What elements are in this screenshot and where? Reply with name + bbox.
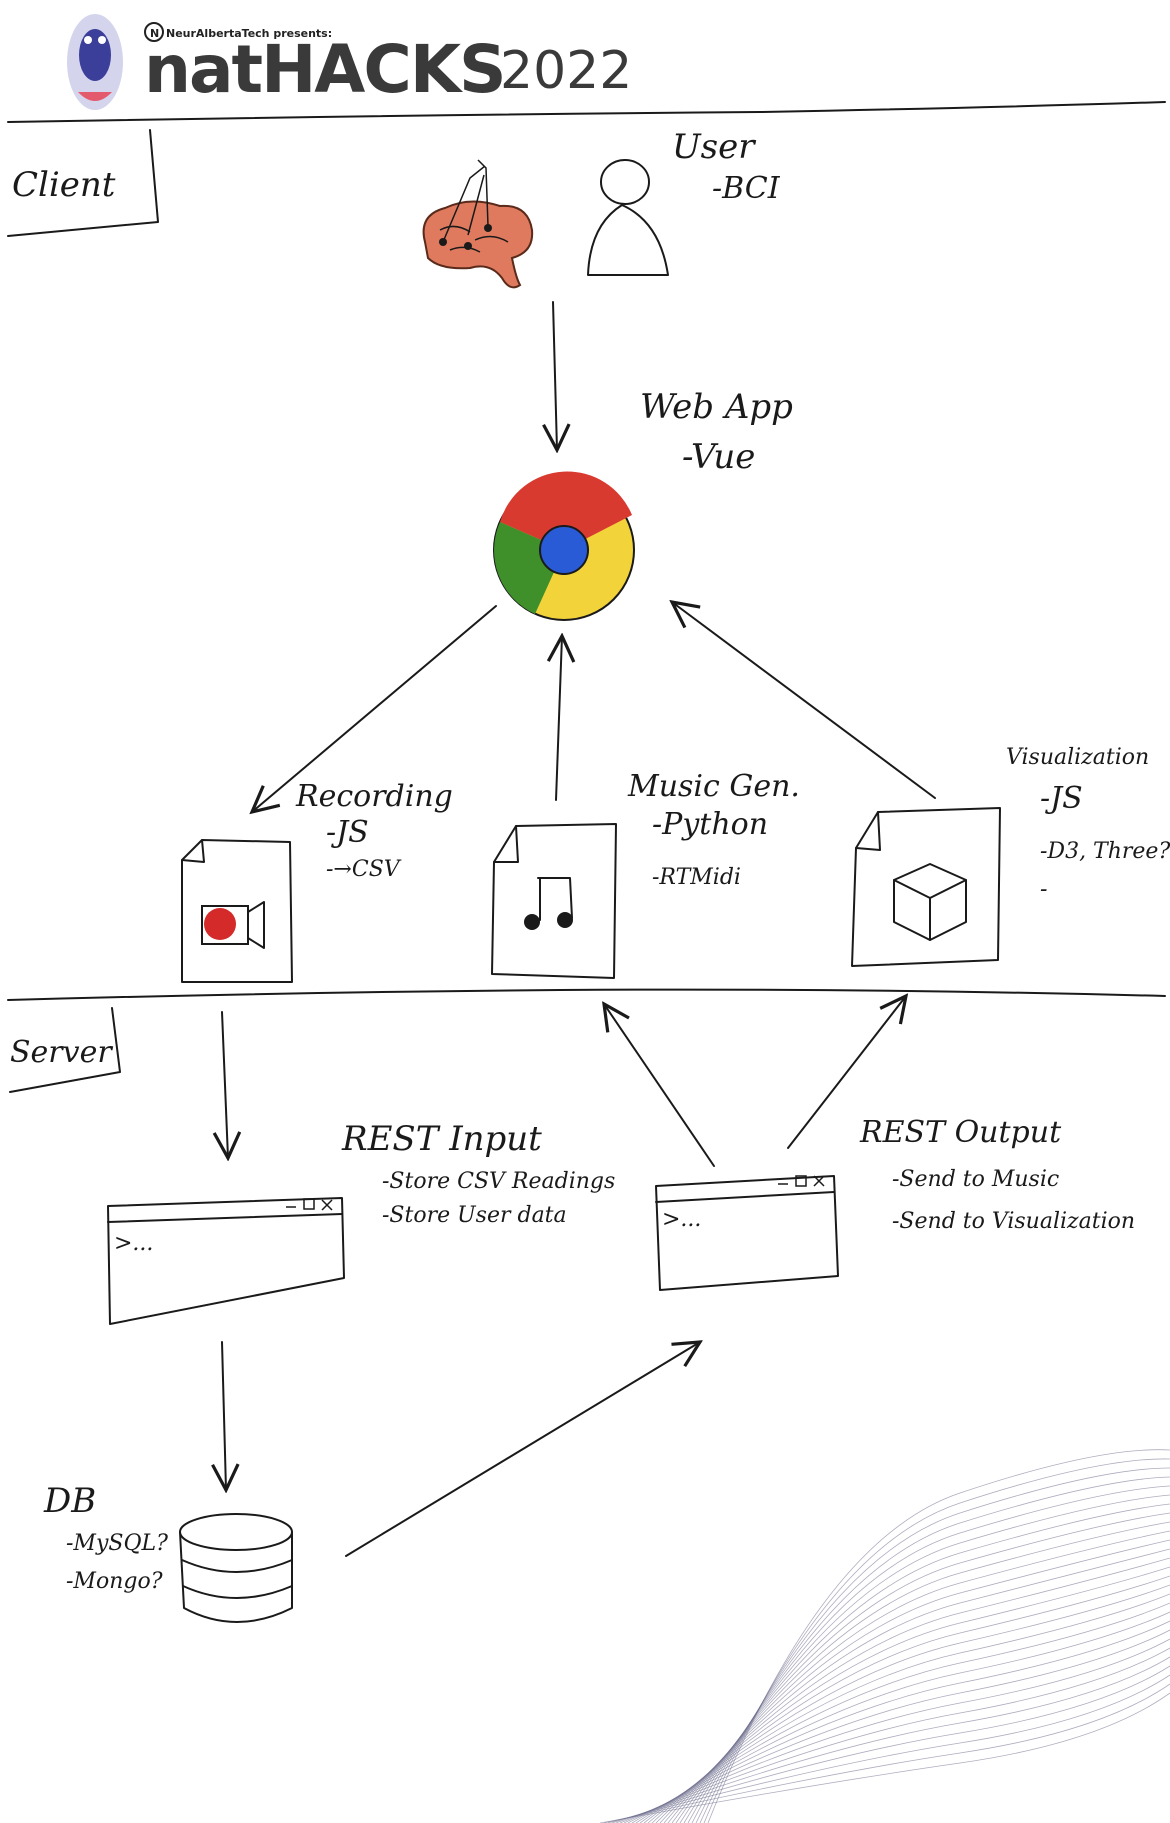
wave-line — [675, 1521, 1170, 1823]
header-divider — [7, 101, 1166, 123]
wave-line — [683, 1503, 1170, 1823]
wave-line — [687, 1494, 1170, 1823]
client-server-divider — [7, 988, 1166, 1001]
rest-output-terminal-icon: >... — [655, 1175, 839, 1291]
rest-output-line-2: -Send to Visualization — [892, 1209, 1135, 1234]
wave-line — [623, 1638, 1170, 1823]
wave-line — [703, 1458, 1170, 1823]
webapp-title: Web App — [640, 387, 793, 427]
arrow-visualization-to-webapp — [672, 602, 936, 799]
db-title: DB — [43, 1481, 96, 1521]
window-controls-icon — [778, 1175, 825, 1187]
arrow-user-to-webapp — [553, 301, 557, 450]
client-label-box — [7, 129, 159, 237]
wave-line — [631, 1620, 1170, 1823]
arrow-rest-output-to-visualization — [787, 996, 906, 1149]
wave-line — [607, 1674, 1170, 1823]
rest-input-line-2: -Store User data — [382, 1203, 567, 1228]
arrow-db-to-rest-output — [345, 1342, 700, 1557]
presenter-text: NeurAlbertaTech presents: — [166, 27, 332, 40]
database-icon — [179, 1513, 293, 1623]
wave-line — [627, 1629, 1170, 1823]
visualization-title: Visualization — [1006, 745, 1149, 770]
recording-title: Recording — [295, 779, 453, 814]
recording-line-2: -→CSV — [326, 857, 402, 882]
cube-icon — [893, 863, 967, 941]
decorative-waves — [599, 1449, 1170, 1823]
wave-line — [635, 1611, 1170, 1823]
rest-input-terminal-icon: >... — [107, 1197, 345, 1325]
client-section-label: Client — [7, 129, 159, 237]
arrow-music-to-webapp — [556, 636, 562, 801]
event-title: natHACKS — [144, 31, 505, 108]
rest-input-prompt: >... — [114, 1231, 153, 1256]
wave-line — [691, 1485, 1170, 1823]
wave-line — [643, 1593, 1170, 1823]
brain-icon — [422, 159, 534, 289]
wave-line — [695, 1476, 1170, 1823]
db-line-1: -MySQL? — [66, 1531, 168, 1556]
arrow-rest-output-to-music — [604, 1004, 715, 1167]
visualization-line-3: - — [1040, 877, 1047, 902]
server-label: Server — [10, 1035, 113, 1070]
webapp-detail: -Vue — [682, 437, 755, 477]
mascot-icon — [67, 14, 123, 110]
server-section-label: Server — [9, 1007, 121, 1093]
music-title: Music Gen. — [627, 769, 800, 804]
visualization-file-icon — [851, 807, 1001, 967]
music-note-icon — [524, 877, 573, 930]
wave-line — [647, 1584, 1170, 1823]
wave-line — [667, 1539, 1170, 1823]
wave-line — [639, 1602, 1170, 1823]
wave-line — [707, 1449, 1170, 1823]
arrow-webapp-to-recording — [252, 605, 497, 812]
browser-icon — [493, 471, 635, 621]
arrow-recording-to-rest-input — [222, 1011, 228, 1158]
rest-output-prompt: >... — [662, 1207, 701, 1232]
arrow-rest-input-to-db — [222, 1341, 226, 1490]
header-logo: N NeurAlbertaTech presents: natHACKS 202… — [67, 14, 632, 110]
wave-line — [651, 1575, 1170, 1823]
rest-input-line-1: -Store CSV Readings — [382, 1169, 615, 1194]
wave-line — [659, 1557, 1170, 1823]
neuralbertatech-badge: N NeurAlbertaTech presents: — [144, 22, 332, 42]
wave-line — [619, 1647, 1170, 1823]
wave-line — [671, 1530, 1170, 1823]
user-title: User — [672, 127, 756, 167]
wave-line — [603, 1683, 1170, 1823]
recording-line-1: -JS — [326, 815, 369, 850]
window-controls-icon — [286, 1198, 333, 1211]
event-year: 2022 — [500, 41, 632, 101]
user-icon — [587, 159, 669, 276]
recording-file-icon — [181, 839, 293, 983]
wave-line — [679, 1512, 1170, 1823]
wave-line — [599, 1692, 1170, 1823]
rest-input-title: REST Input — [341, 1119, 542, 1159]
wave-line — [611, 1665, 1170, 1823]
wave-line — [655, 1566, 1170, 1823]
svg-text:N: N — [150, 27, 159, 40]
music-file-icon — [491, 823, 617, 979]
wave-line — [615, 1656, 1170, 1823]
visualization-line-1: -JS — [1040, 781, 1083, 816]
music-line-2: -RTMidi — [652, 865, 741, 890]
music-line-1: -Python — [652, 807, 768, 842]
db-line-2: -Mongo? — [66, 1569, 163, 1594]
client-label: Client — [12, 165, 116, 205]
visualization-line-2: -D3, Three? — [1040, 839, 1170, 864]
rest-output-title: REST Output — [859, 1115, 1062, 1150]
wave-line — [663, 1548, 1170, 1823]
rest-output-line-1: -Send to Music — [892, 1167, 1059, 1192]
user-detail: -BCI — [712, 171, 781, 206]
